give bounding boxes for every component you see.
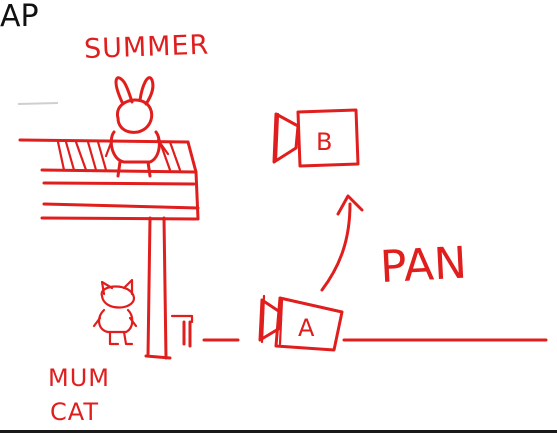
camera-a-label: A [298,314,315,342]
summer-label: SUMMER [83,30,209,65]
pan-arrow-icon [322,196,362,290]
ground [172,316,546,346]
mum-cat-character [94,280,136,344]
camera-b-label: B [316,128,332,156]
guide-line [18,103,58,104]
bottom-rule [0,430,557,433]
mum-label: MUM [48,364,110,392]
balcony [20,140,198,219]
support-pillar [146,218,170,358]
summer-character [106,78,168,176]
cat-label: CAT [50,398,99,426]
pan-label: PAN [379,238,468,293]
